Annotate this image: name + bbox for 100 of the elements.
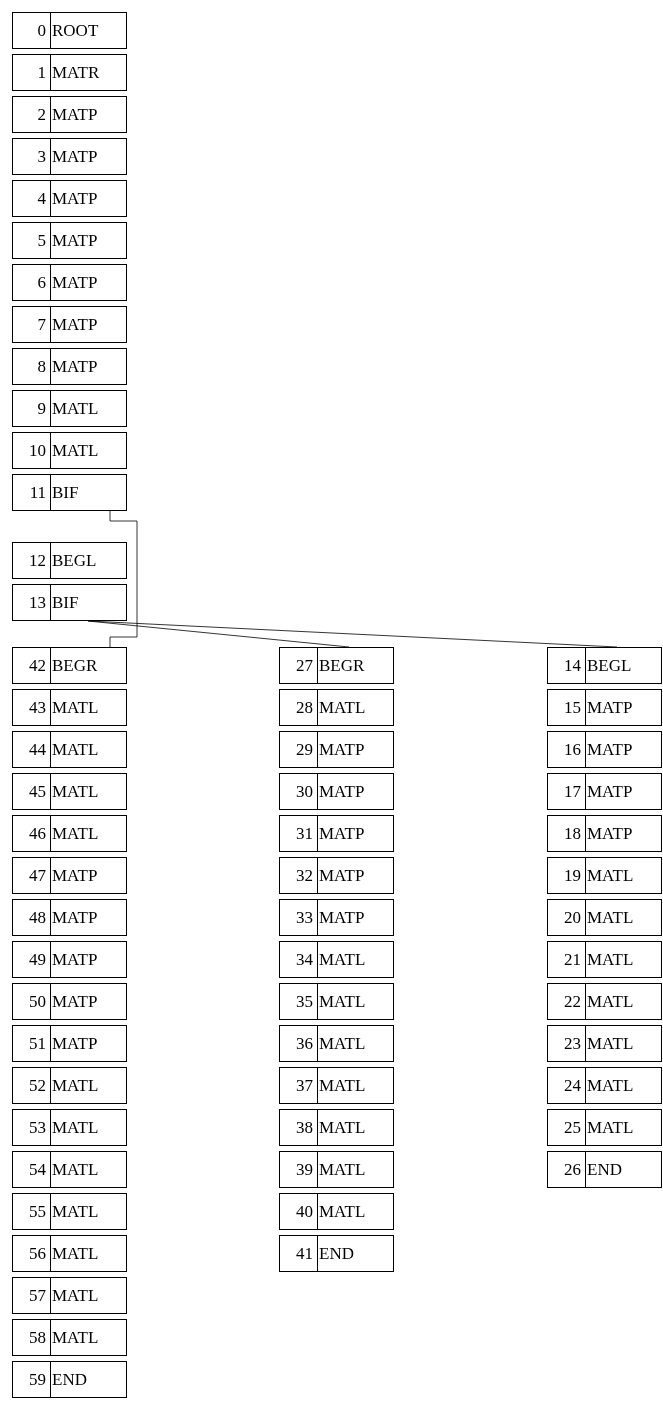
- node-box: [12, 899, 127, 936]
- node-number: 41: [280, 1236, 318, 1271]
- node-number: 58: [13, 1320, 51, 1355]
- node-box: [279, 647, 394, 684]
- node-number: 46: [13, 816, 51, 851]
- node-type: MATL: [586, 1075, 634, 1096]
- node-box: [12, 584, 127, 621]
- node-box: [12, 348, 127, 385]
- node-number: 54: [13, 1152, 51, 1187]
- node-box: [12, 306, 127, 343]
- node-number: 33: [280, 900, 318, 935]
- node-number: 57: [13, 1278, 51, 1313]
- node-type: MATP: [586, 697, 633, 718]
- node-box: [547, 1067, 662, 1104]
- node-number: 22: [548, 984, 586, 1019]
- node-number: 27: [280, 648, 318, 683]
- node-number: 7: [13, 307, 51, 342]
- node-number: 20: [548, 900, 586, 935]
- node-box: [279, 1109, 394, 1146]
- node-box: [12, 264, 127, 301]
- node-number: 5: [13, 223, 51, 258]
- node-box: [12, 983, 127, 1020]
- node-type: MATP: [51, 991, 98, 1012]
- node-box: [12, 1235, 127, 1272]
- node-number: 59: [13, 1362, 51, 1397]
- node-type: MATL: [51, 398, 99, 419]
- node-number: 35: [280, 984, 318, 1019]
- node-number: 45: [13, 774, 51, 809]
- node-type: MATP: [51, 949, 98, 970]
- node-number: 17: [548, 774, 586, 809]
- node-type: MATL: [586, 907, 634, 928]
- node-type: MATL: [51, 1285, 99, 1306]
- node-box: [279, 731, 394, 768]
- node-number: 37: [280, 1068, 318, 1103]
- node-type: MATL: [51, 823, 99, 844]
- node-box: [12, 1193, 127, 1230]
- node-box: [12, 54, 127, 91]
- node-type: MATL: [51, 440, 99, 461]
- node-box: [12, 647, 127, 684]
- node-type: MATL: [51, 1159, 99, 1180]
- node-type: MATP: [51, 146, 98, 167]
- node-box: [12, 180, 127, 217]
- node-type: MATP: [51, 314, 98, 335]
- node-number: 6: [13, 265, 51, 300]
- node-box: [279, 1067, 394, 1104]
- node-type: MATP: [318, 739, 365, 760]
- node-number: 9: [13, 391, 51, 426]
- node-type: MATL: [51, 1117, 99, 1138]
- node-number: 3: [13, 139, 51, 174]
- node-type: END: [586, 1159, 622, 1180]
- node-box: [547, 899, 662, 936]
- node-box: [12, 815, 127, 852]
- node-type: BIF: [51, 482, 79, 503]
- node-number: 52: [13, 1068, 51, 1103]
- node-number: 26: [548, 1152, 586, 1187]
- node-type: MATL: [51, 1243, 99, 1264]
- node-type: MATP: [318, 823, 365, 844]
- node-number: 1: [13, 55, 51, 90]
- node-type: MATR: [51, 62, 100, 83]
- node-box: [279, 941, 394, 978]
- node-type: BEGR: [51, 655, 98, 676]
- node-box: [12, 222, 127, 259]
- node-number: 2: [13, 97, 51, 132]
- node-box: [12, 390, 127, 427]
- node-box: [279, 983, 394, 1020]
- node-number: 43: [13, 690, 51, 725]
- node-box: [12, 1361, 127, 1398]
- node-number: 47: [13, 858, 51, 893]
- node-type: BIF: [51, 592, 79, 613]
- node-type: MATL: [51, 781, 99, 802]
- node-number: 55: [13, 1194, 51, 1229]
- node-number: 50: [13, 984, 51, 1019]
- node-type: MATL: [318, 697, 366, 718]
- node-number: 0: [13, 13, 51, 48]
- node-type: MATP: [51, 188, 98, 209]
- node-number: 19: [548, 858, 586, 893]
- node-box: [12, 857, 127, 894]
- node-box: [12, 941, 127, 978]
- node-box: [12, 542, 127, 579]
- node-type: MATL: [51, 1327, 99, 1348]
- node-number: 53: [13, 1110, 51, 1145]
- node-type: MATL: [586, 991, 634, 1012]
- node-box: [12, 1109, 127, 1146]
- node-type: MATP: [51, 272, 98, 293]
- node-type: MATL: [586, 949, 634, 970]
- node-box: [279, 815, 394, 852]
- node-number: 34: [280, 942, 318, 977]
- node-type: MATL: [318, 1033, 366, 1054]
- node-type: BEGL: [51, 550, 97, 571]
- node-number: 32: [280, 858, 318, 893]
- node-type: MATL: [586, 1033, 634, 1054]
- node-box: [12, 731, 127, 768]
- node-type: MATP: [586, 823, 633, 844]
- node-number: 11: [13, 475, 51, 510]
- node-box: [547, 983, 662, 1020]
- node-box: [12, 1319, 127, 1356]
- node-box: [12, 1151, 127, 1188]
- node-number: 10: [13, 433, 51, 468]
- node-box: [12, 96, 127, 133]
- node-number: 36: [280, 1026, 318, 1061]
